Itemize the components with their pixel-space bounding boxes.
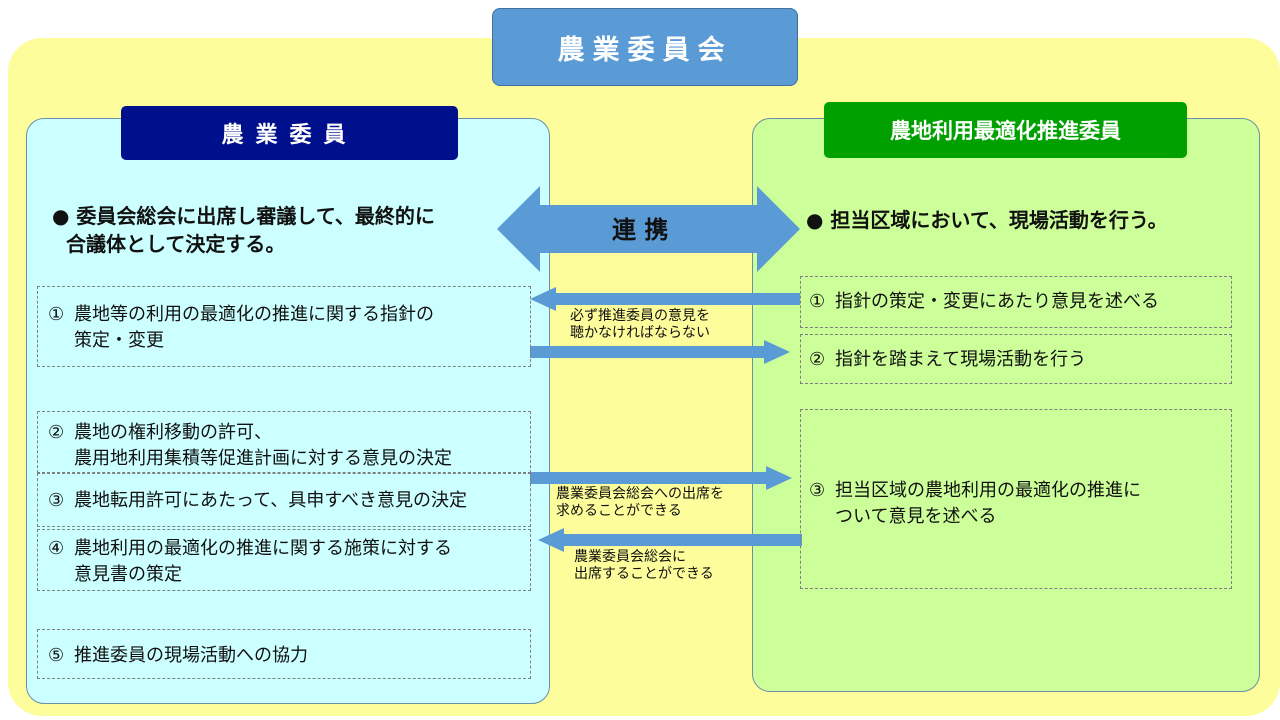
right-item-3-line1: 担当区域の農地利用の最適化の推進に [835, 480, 1141, 501]
arrow-request-attendance-right [530, 466, 792, 490]
arrow-guideline-to-field-right [530, 340, 790, 364]
right-item-2-line1: 指針を踏まえて現場活動を行う [835, 349, 1087, 370]
left-item-4: ④ 農地利用の最適化の推進に関する施策に対する 意見書の策定 [37, 529, 531, 591]
right-item-1-number: ① [809, 291, 826, 312]
left-item-5-line1: 推進委員の現場活動への協力 [74, 645, 308, 666]
arrow-attend-meeting-left [538, 528, 802, 552]
right-item-3: ③ 担当区域の農地利用の最適化の推進に ついて意見を述べる [800, 409, 1232, 589]
note-request-line2: 求めることができる [556, 503, 682, 519]
left-lead-statement: ● 委員会総会に出席し審議して、最終的に 合議体として決定する。 [52, 202, 522, 258]
right-item-3-number: ③ [809, 480, 826, 501]
left-item-4-number: ④ [48, 538, 65, 559]
right-item-1: ① 指針の策定・変更にあたり意見を述べる [800, 276, 1232, 328]
right-item-1-line1: 指針の策定・変更にあたり意見を述べる [835, 291, 1159, 312]
left-item-1-number: ① [48, 304, 65, 325]
note-must-hear-opinion: 必ず推進委員の意見を 聴かなければならない [570, 308, 770, 342]
left-panel-header: 農業委員 [121, 106, 458, 160]
note-attend-line1: 農業委員会総会に [574, 549, 686, 565]
left-lead-line2: 合議体として決定する。 [66, 232, 286, 256]
left-item-2-line2: 農用地利用集積等促進計画に対する意見の決定 [74, 448, 452, 469]
left-item-1-line2: 策定・変更 [74, 330, 164, 351]
note-request-attendance: 農業委員会総会への出席を 求めることができる [556, 486, 756, 520]
left-item-2-number: ② [48, 422, 65, 443]
left-item-3: ③ 農地転用許可にあたって、具申すべき意見の決定 [37, 473, 531, 527]
right-panel [752, 118, 1260, 692]
left-item-4-line2: 意見書の策定 [74, 564, 182, 585]
right-item-2-number: ② [809, 349, 826, 370]
note-can-attend: 農業委員会総会に 出席することができる [574, 549, 774, 583]
right-lead-statement: ● 担当区域において、現場活動を行う。 [806, 208, 1168, 232]
arrow-guideline-opinion-left [530, 287, 800, 311]
left-item-3-line1: 農地転用許可にあたって、具申すべき意見の決定 [74, 490, 467, 511]
left-item-4-line1: 農地利用の最適化の推進に関する施策に対する [74, 538, 452, 559]
left-item-3-number: ③ [48, 490, 65, 511]
right-item-3-line2: ついて意見を述べる [835, 506, 997, 527]
left-item-1: ① 農地等の利用の最適化の推進に関する指針の 策定・変更 [37, 286, 531, 367]
left-item-1-line1: 農地等の利用の最適化の推進に関する指針の [74, 304, 434, 325]
left-item-2-line1: 農地の権利移動の許可、 [74, 422, 272, 443]
right-item-2: ② 指針を踏まえて現場活動を行う [800, 334, 1232, 384]
cooperation-double-arrow [497, 186, 800, 272]
note-must-hear-line1: 必ず推進委員の意見を [570, 308, 710, 324]
left-item-2: ② 農地の権利移動の許可、 農用地利用集積等促進計画に対する意見の決定 [37, 411, 531, 473]
left-item-5: ⑤ 推進委員の現場活動への協力 [37, 629, 531, 679]
note-attend-line2: 出席することができる [574, 566, 714, 582]
right-panel-header: 農地利用最適化推進委員 [824, 102, 1187, 158]
cooperation-label: 連 携 [612, 216, 669, 244]
note-must-hear-line2: 聴かなければならない [570, 325, 710, 341]
left-item-5-number: ⑤ [48, 645, 65, 666]
page-title: 農業委員会 [492, 8, 798, 86]
left-lead-line1: ● 委員会総会に出席し審議して、最終的に [52, 204, 435, 228]
note-request-line1: 農業委員会総会への出席を [556, 486, 724, 502]
